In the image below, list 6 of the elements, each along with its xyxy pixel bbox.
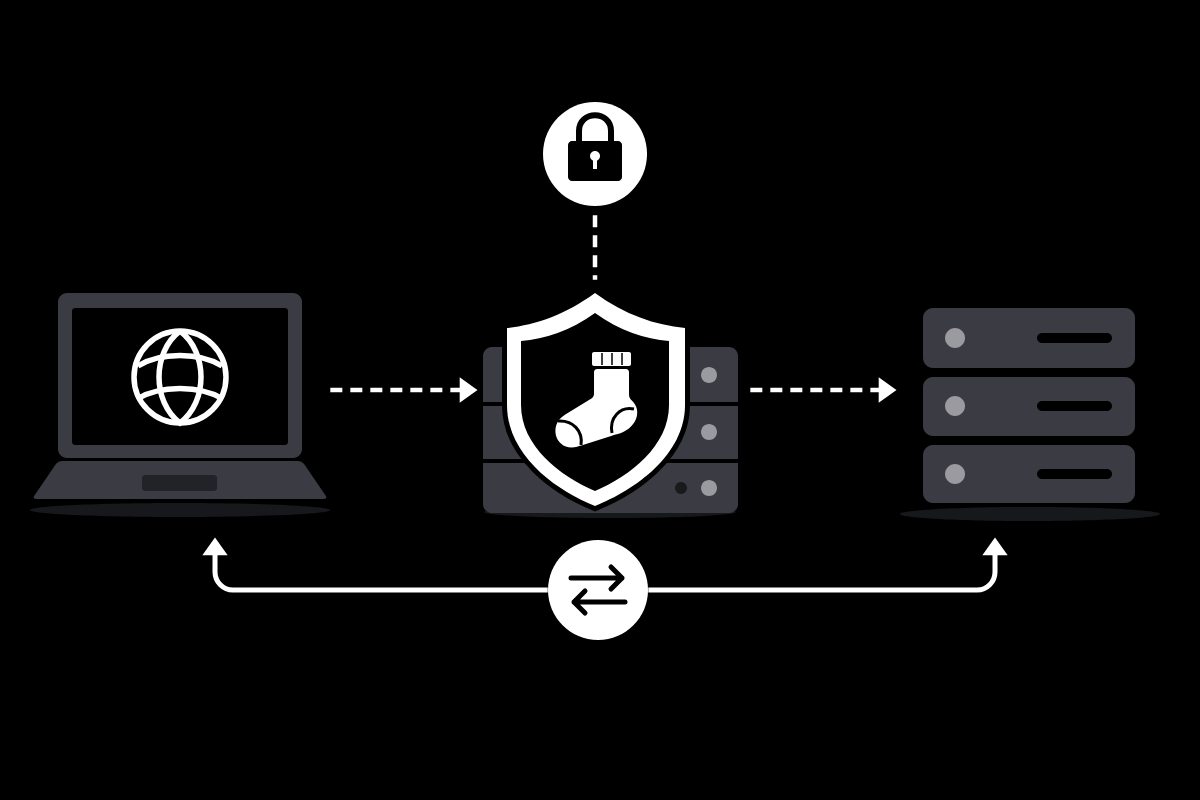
- server-rack-illustration: [900, 308, 1161, 521]
- swap-arrows-icon: [548, 540, 648, 640]
- shield-server-illustration: [483, 293, 738, 518]
- lock-icon: [543, 102, 648, 206]
- dashed-line: [592, 215, 598, 280]
- laptop-illustration: [29, 293, 331, 517]
